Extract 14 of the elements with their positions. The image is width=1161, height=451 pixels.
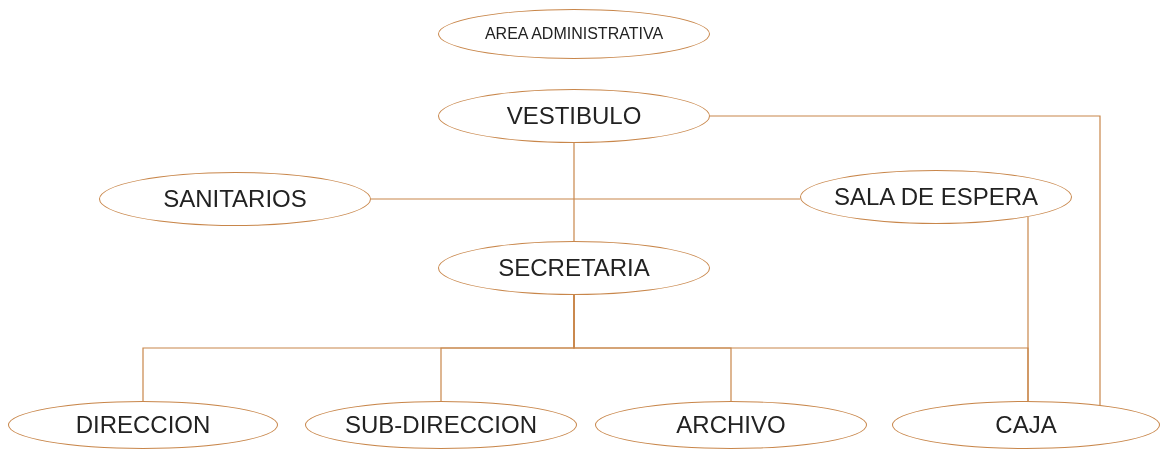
node-label: SALA DE ESPERA <box>833 185 1039 209</box>
connector-line <box>573 142 575 242</box>
node-label: SUB-DIRECCION <box>345 413 537 437</box>
node-label: AREA ADMINISTRATIVA <box>484 26 664 42</box>
node-label: VESTIBULO <box>506 104 642 128</box>
connector-line <box>573 294 1029 402</box>
node-label: DIRECCION <box>75 413 211 437</box>
connector-line <box>709 115 1101 406</box>
node-label: CAJA <box>995 413 1057 437</box>
node-label: SANITARIOS <box>163 187 307 211</box>
connector-line <box>370 198 801 200</box>
ellipse-node <box>892 401 1160 449</box>
node-label: SECRETARIA <box>498 256 650 280</box>
node-label: ARCHIVO <box>676 413 786 437</box>
